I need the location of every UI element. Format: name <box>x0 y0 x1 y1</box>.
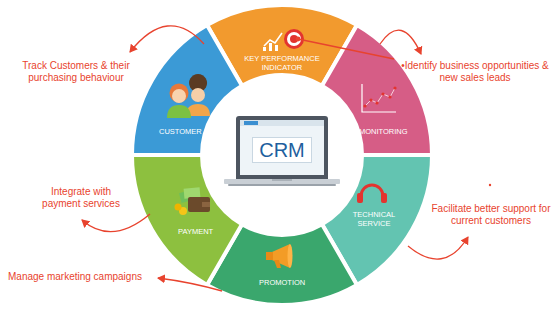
segment-shape <box>130 23 244 157</box>
stray-dot <box>489 184 491 186</box>
segment-fill <box>132 25 242 155</box>
customer-segment: CUSTOMER <box>130 23 244 157</box>
window-tab <box>244 121 258 125</box>
segment-label: MONITORING <box>359 127 408 136</box>
customer-note: Track Customers & their purchasing behav… <box>12 60 140 84</box>
kpi-note: •Identify business opportunities & new s… <box>398 60 552 84</box>
payment-note: Integrate with payment services <box>36 186 126 210</box>
customer-icon <box>167 74 210 118</box>
segment-label: CUSTOMER <box>159 127 202 136</box>
promotion-note: Manage marketing campaigns <box>8 271 142 283</box>
crm-title: CRM <box>252 137 312 163</box>
segment-shape <box>130 153 244 287</box>
support-note: Facilitate better support for current cu… <box>428 203 554 227</box>
crm-screen: CRM <box>236 116 328 179</box>
segment-fill <box>132 155 242 285</box>
laptop-base <box>224 179 340 186</box>
segment-shape <box>320 23 434 157</box>
segment-label: KEY PERFORMANCE INDICATOR <box>242 54 322 72</box>
window-bar <box>240 120 324 126</box>
megaphone-icon <box>266 244 293 268</box>
monitoring-icon <box>362 84 397 112</box>
segment-label: TECHNICAL SERVICE <box>348 210 400 228</box>
wallet-icon <box>175 187 211 215</box>
segment-label: PROMOTION <box>259 278 305 287</box>
segment-label: PAYMENT <box>178 227 213 236</box>
headphones-icon <box>357 185 387 203</box>
leader-dot <box>296 37 301 42</box>
segment-fill <box>322 25 432 155</box>
kpi-icon <box>263 29 304 51</box>
payment-segment: PAYMENT <box>130 153 244 287</box>
monitoring-segment: MONITORING <box>320 23 434 157</box>
